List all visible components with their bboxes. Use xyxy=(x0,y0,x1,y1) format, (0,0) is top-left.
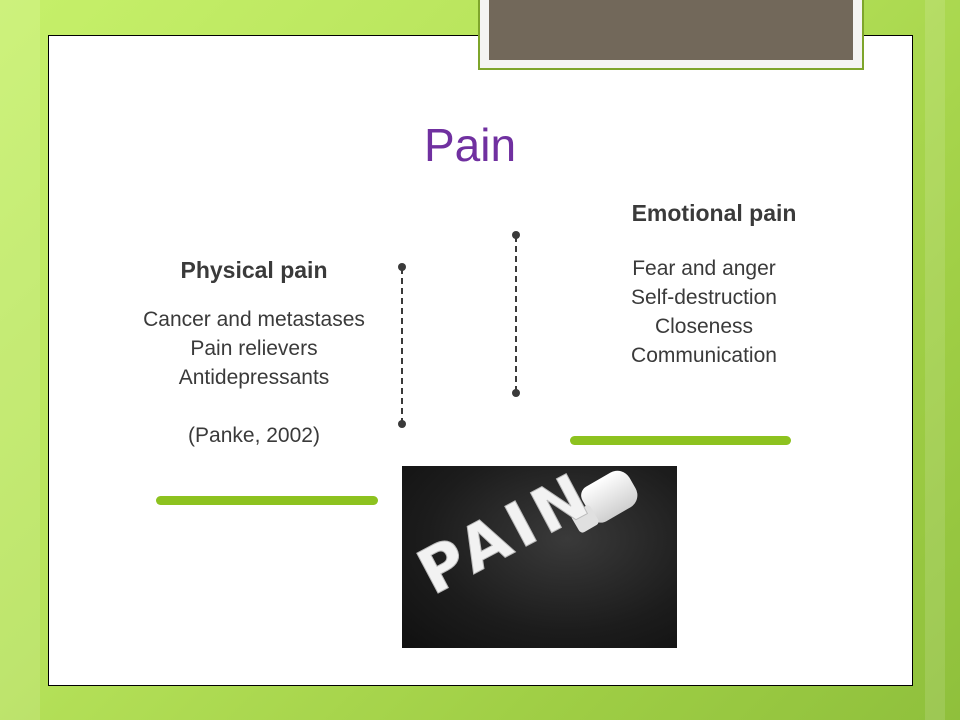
list-item: Closeness xyxy=(654,315,754,338)
accent-bar xyxy=(156,496,378,505)
slide-title: Pain xyxy=(423,119,517,171)
background-stripe xyxy=(925,0,945,720)
list-item: Antidepressants xyxy=(178,366,330,389)
header-decoration xyxy=(478,0,864,70)
physical-pain-list: Cancer and metastases Pain relievers Ant… xyxy=(104,305,404,450)
list-item: Communication xyxy=(631,344,777,367)
connector-dot xyxy=(398,420,406,428)
list-item: Cancer and metastases xyxy=(143,308,365,331)
pills-lettering: PAIN xyxy=(405,466,605,610)
pain-pills-image: PAIN xyxy=(402,466,677,648)
header-decoration-fill xyxy=(489,0,853,60)
accent-bar xyxy=(570,436,791,445)
list-item: Pain relievers xyxy=(190,337,318,360)
background-stripe xyxy=(0,0,40,720)
connector-line xyxy=(515,236,517,392)
emotional-pain-heading: Emotional pain xyxy=(631,200,797,226)
connector-dot xyxy=(512,389,520,397)
emotional-pain-list: Fear and anger Self-destruction Closenes… xyxy=(554,254,854,370)
connector-dot xyxy=(398,263,406,271)
physical-pain-heading: Physical pain xyxy=(180,257,328,283)
list-item: Fear and anger xyxy=(632,257,776,280)
list-item: Self-destruction xyxy=(631,286,777,309)
connector-line xyxy=(401,268,403,424)
citation: (Panke, 2002) xyxy=(188,424,320,447)
connector-dot xyxy=(512,231,520,239)
